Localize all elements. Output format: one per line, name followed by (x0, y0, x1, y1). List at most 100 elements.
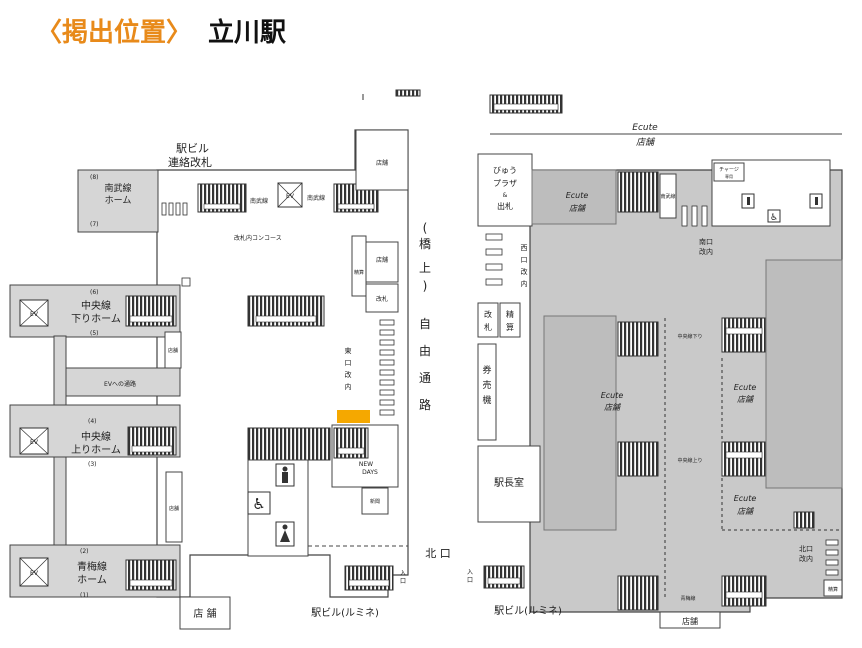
view-plaza-3: & (503, 192, 508, 199)
ev-passage-label: EVへの通路 (104, 380, 136, 388)
ecute-a-2: 店舗 (569, 204, 587, 213)
chuo-track-5: (5) (90, 330, 99, 337)
stairs-kitaguchi (344, 565, 394, 591)
shop-label-2: 店舗 (376, 256, 388, 264)
shinpan-label: 新聞 (370, 498, 380, 505)
kenbaiki (477, 343, 497, 441)
ecute-a-1: Ecute (566, 191, 589, 200)
nanbu-track-7: (7) (90, 221, 99, 228)
shop-bottom-right (659, 611, 721, 629)
nanbu-platform-label-2: ホーム (105, 195, 132, 206)
ekibiru-renraku-label-1: 駅ビル (176, 142, 209, 155)
chuo-up-right-label: 中央線上り (677, 457, 702, 464)
stairs-kitaguchi-right (793, 511, 815, 529)
chuo-down-right-label: 中央線下り (677, 333, 702, 340)
chuo-track-6: (6) (90, 289, 99, 296)
nanbusen-label-2: 南武線 (307, 194, 325, 202)
nanbusen-right-label: 南武線 (660, 193, 675, 200)
gate-posts-left (161, 202, 188, 216)
ekibiru-lumine-right: 駅ビル(ルミネ) (494, 605, 562, 617)
newdays-label-2: DAYS (362, 469, 378, 476)
gate-column-right-bottom (825, 539, 839, 576)
view-plaza-2: プラザ (493, 179, 517, 188)
ome-label-2: ホーム (77, 574, 107, 586)
ecute-top-2: 店舗 (636, 137, 656, 148)
shop-label-1: 店舗 (376, 159, 388, 167)
kyoujou-4: ) (423, 279, 428, 293)
station-name: 立川駅 (208, 18, 287, 48)
minamiguchi-1: 南口 (699, 237, 713, 246)
title-tag: 〈掲出位置〉 (36, 18, 193, 48)
kyoujou-1: ( (423, 221, 428, 235)
view-plaza (477, 153, 533, 227)
nishiguchi-3: 改 (521, 267, 528, 276)
stairs-restroom (247, 427, 331, 461)
kitaguchi-kainai-1: 北口 (799, 545, 813, 553)
seisan-left (351, 235, 367, 297)
stairs-chuo-down-right (617, 321, 659, 357)
seisan-label-left: 精算 (354, 269, 364, 276)
nishiguchi-4: 内 (521, 279, 528, 288)
higashiguchi-2: 口 (345, 359, 352, 367)
kaisatsu-right-2: 札 (484, 322, 492, 332)
stairs-top (395, 89, 421, 97)
nishiguchi-2: 口 (521, 256, 528, 264)
chuo-up-label-2: 上りホーム (71, 444, 121, 456)
jiyuu-2: 由 (419, 344, 431, 358)
seisan-small-label: 精算 (828, 586, 838, 593)
shop-bottom-label: 店 舗 (193, 607, 216, 620)
kaisatsu-right (477, 302, 499, 338)
kaisatsu-label-left: 改札 (376, 295, 388, 303)
higashiguchi-3: 改 (345, 370, 352, 379)
svg-text:♿: ♿ (252, 495, 265, 513)
iriguchi-left-1: 入 (400, 570, 406, 577)
ecute-b-block (543, 315, 617, 531)
concourse-label: 改札内コンコース (234, 234, 282, 242)
ecute-d-1: Ecute (734, 494, 757, 503)
ekichoushitsu (477, 445, 541, 523)
kyoujou-3: 上 (419, 261, 431, 275)
ekibiru-lumine-left: 駅ビル(ルミネ) (311, 607, 379, 619)
svg-text:♿: ♿ (770, 213, 778, 223)
shop-mid (365, 241, 399, 283)
ome-track-1: (1) (80, 592, 89, 599)
jiyuu-3: 通 (419, 371, 431, 385)
view-plaza-1: びゅう (493, 166, 517, 175)
kyoujou-2: 橋 (419, 237, 431, 251)
ecute-b-1: Ecute (601, 391, 624, 400)
stairs-ome-right (617, 575, 659, 611)
nishiguchi-1: 西 (521, 244, 528, 252)
minamiguchi-2: 改内 (699, 247, 713, 256)
kitaguchi-kainai-2: 改内 (799, 554, 813, 563)
chuo-down-label-2: 下りホーム (71, 313, 121, 325)
nanbu-track-8: (8) (90, 174, 99, 181)
stairs-nanbu-right (617, 171, 659, 213)
seisan-right-1: 精 (506, 309, 514, 319)
ecute-d-2: 店舗 (737, 507, 755, 516)
charge-label-1: チャージ (719, 167, 739, 173)
stairs-lumine-right (483, 565, 525, 589)
ecute-c-2: 店舗 (737, 395, 755, 404)
ev-marker-small (181, 277, 191, 287)
jiyuu-1: 自 (419, 317, 431, 331)
accessible-toilet-icon (247, 491, 271, 515)
shop-bottom-left (179, 596, 231, 630)
ome-right-label: 青梅線 (680, 595, 695, 602)
ev-label-chuo-down: EV (30, 311, 39, 318)
stairs-chuo-up-right (617, 441, 659, 477)
kenbaiki-3: 機 (482, 394, 491, 406)
stairs-chuo-up-right-2 (721, 441, 767, 477)
shinpan-box (361, 487, 389, 515)
ev-label-ome: EV (30, 570, 39, 577)
ev-label-nanbu: EV (286, 193, 295, 200)
jiyuu-4: 路 (419, 397, 431, 412)
ev-label-chuo-up: EV (30, 439, 39, 446)
kaisatsu-left (365, 283, 399, 313)
chuo-down-label-1: 中央線 (81, 299, 111, 312)
higashiguchi-4: 内 (345, 382, 352, 391)
shop-chuo-up (165, 471, 183, 543)
ecute-c-1: Ecute (734, 383, 757, 392)
gate-column-right (485, 233, 503, 286)
ev-passage (59, 367, 181, 397)
